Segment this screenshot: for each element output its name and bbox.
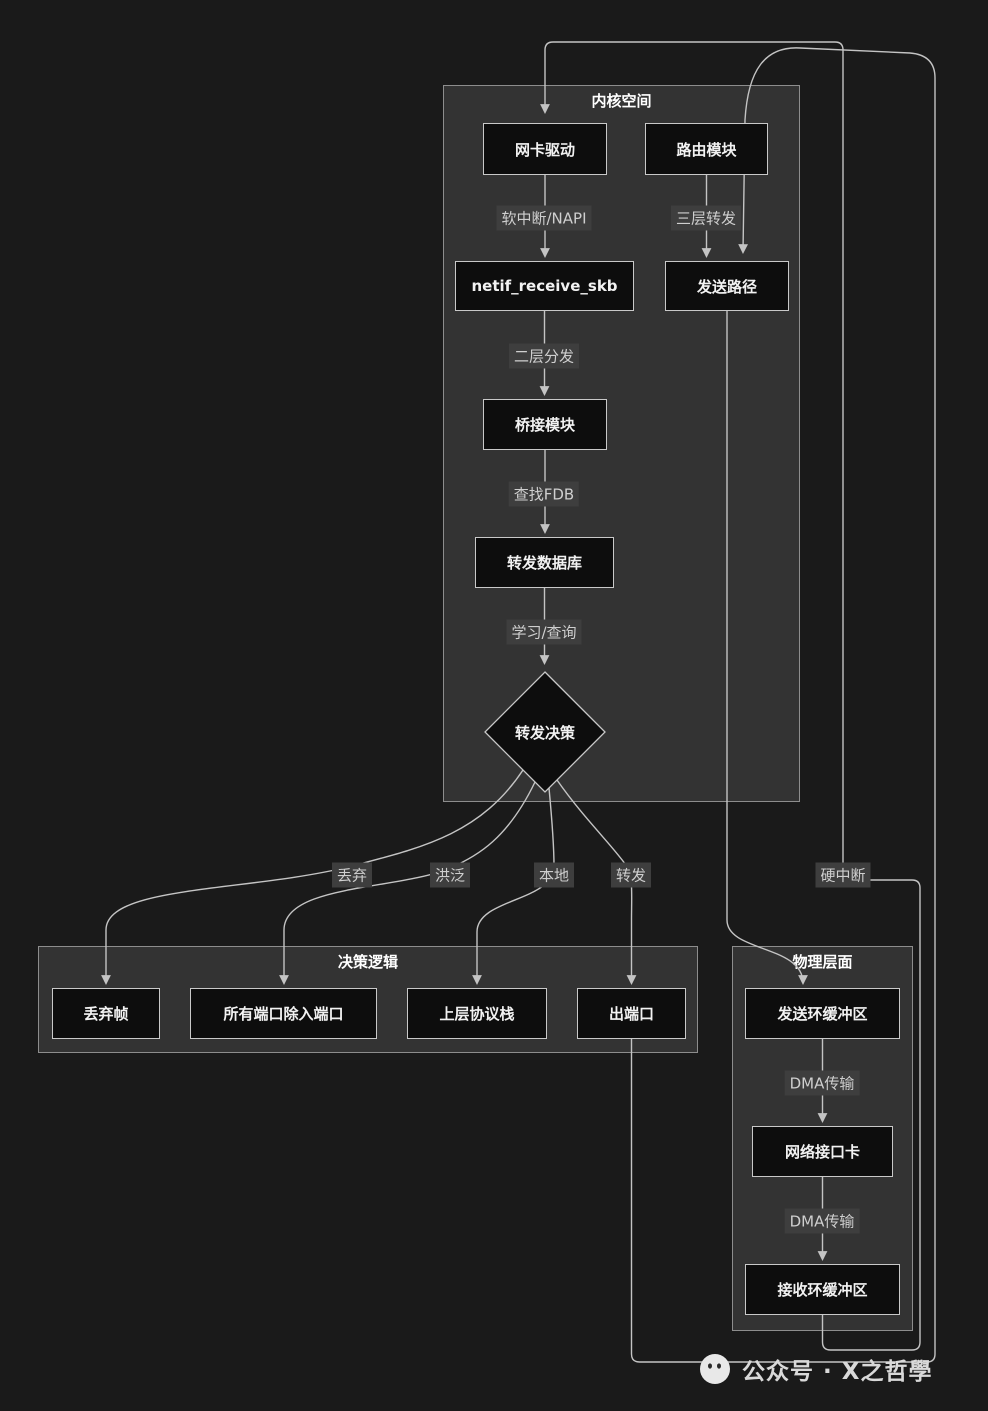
node-nic-driver: 网卡驱动 [483,123,607,175]
edge-label-local: 本地 [533,862,575,888]
edge-label-hard-irq: 硬中断 [815,862,871,888]
node-rx-ring-buffer: 接收环缓冲区 [745,1264,900,1315]
edge-label-drop: 丢弃 [331,862,373,888]
node-egress-port: 出端口 [577,988,686,1039]
node-bridge-module: 桥接模块 [483,399,607,450]
node-forwarding-database: 转发数据库 [475,537,614,588]
watermark: 公众号 · X之哲學 [698,1352,933,1386]
decision-diamond-shape [484,671,606,793]
node-netif-receive-skb: netif_receive_skb [455,261,634,311]
panel-physical-layer-title: 物理层面 [792,953,853,971]
node-drop-frame: 丢弃帧 [52,988,160,1039]
edge-label-dma-1: DMA传输 [784,1070,860,1096]
node-upper-protocol-stack: 上层协议栈 [407,988,547,1039]
edge-label-fdb-lookup: 查找FDB [508,481,580,507]
edge-label-l3-forward: 三层转发 [670,205,742,231]
wechat-icon [700,1354,730,1384]
panel-kernel-space-title: 内核空间 [591,92,652,110]
edge-egress-to-sendpath [630,47,936,1363]
edge-rxring-to-driver [540,41,921,1351]
node-tx-ring-buffer: 发送环缓冲区 [745,988,900,1039]
edge-label-learn-query: 学习/查询 [506,619,582,645]
edge-decision-to-flood [279,781,536,985]
watermark-text: 公众号 · X之哲學 [742,1359,933,1385]
edge-label-flood: 洪泛 [429,862,471,888]
edge-label-dma-2: DMA传输 [784,1208,860,1234]
edge-label-l2-dispatch: 二层分发 [508,343,580,369]
edge-sendpath-to-txring [726,311,808,985]
edge-label-forward: 转发 [610,862,652,888]
node-send-path: 发送路径 [665,261,789,311]
node-network-interface-card: 网络接口卡 [752,1126,893,1177]
node-routing-module: 路由模块 [645,123,768,175]
node-flood-all-ports: 所有端口除入端口 [190,988,377,1039]
panel-decision-logic-title: 决策逻辑 [337,953,398,971]
edge-label-softirq-napi: 软中断/NAPI [496,205,592,231]
node-forwarding-decision: 转发决策 [514,723,575,742]
